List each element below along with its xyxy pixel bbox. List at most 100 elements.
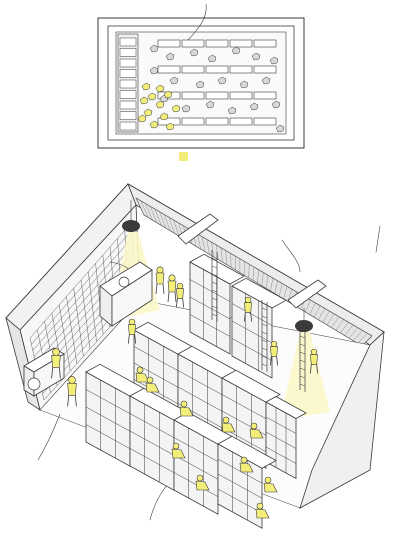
plan-cabinet-cell	[119, 69, 137, 78]
plan-figure-icon	[159, 112, 169, 121]
human-figure-body	[171, 448, 186, 459]
ladder-rung	[211, 297, 218, 301]
hatch-stroke	[211, 242, 214, 257]
plan-figure-icon	[155, 84, 165, 93]
hatch-stroke	[159, 211, 166, 229]
plan-shelf-block	[253, 65, 277, 74]
plan-figure-icon	[181, 104, 191, 113]
shelf-board	[85, 406, 131, 432]
plan-shelf-block	[253, 117, 277, 126]
human-figure-body	[51, 355, 61, 368]
hatch-stroke	[145, 203, 153, 221]
shelf-board	[189, 296, 231, 320]
plan-figure-icon	[217, 76, 227, 85]
ladder-rung	[299, 367, 306, 371]
ladder-rung	[261, 347, 268, 351]
ladder-rung	[261, 307, 268, 311]
bookshelf-line	[29, 221, 133, 339]
ladder-rung	[299, 335, 306, 339]
axo-shelving-racks	[85, 250, 307, 529]
hatch-stroke	[257, 269, 259, 284]
desk-wheel	[27, 377, 41, 391]
hatch-stroke	[225, 250, 228, 265]
shelf-board	[133, 346, 179, 371]
ladder-rung	[261, 339, 268, 343]
ladder-rung	[299, 383, 306, 387]
axonometric-view	[5, 183, 385, 529]
shelf-board	[129, 448, 175, 473]
plan-figure-icon	[137, 114, 147, 123]
ladder-rung	[211, 289, 218, 293]
hatch-stroke	[348, 327, 358, 339]
plan-figure-icon	[195, 80, 205, 89]
human-figure-icon	[146, 376, 154, 384]
plan-figure-icon	[171, 104, 181, 113]
plan-shelf-block	[181, 39, 205, 48]
shelf-board	[177, 386, 223, 412]
hatch-stroke	[313, 305, 321, 318]
plan-shelf-block	[229, 65, 253, 74]
hatch-stroke	[164, 214, 171, 231]
ladder-rung	[299, 327, 306, 331]
plan-cabinet-cell	[119, 100, 137, 110]
human-figure-body	[255, 508, 270, 519]
human-figure-body	[155, 272, 165, 285]
plan-figure-icon	[149, 66, 159, 75]
ladder-rung	[299, 351, 306, 355]
ladder-rung	[211, 313, 218, 317]
hatch-stroke	[344, 324, 354, 336]
hatch-stroke	[278, 283, 283, 297]
human-figure-icon	[264, 476, 272, 484]
plan-cabinet-cell	[119, 48, 137, 57]
shelf-board	[85, 424, 131, 449]
hatch-stroke	[261, 272, 264, 286]
shelf-board	[265, 431, 297, 449]
ladder-rung	[261, 315, 268, 319]
shelf-board	[217, 458, 263, 484]
hatch-stroke	[357, 333, 368, 344]
human-figure-body	[195, 480, 210, 491]
bookshelf-line	[35, 252, 134, 363]
hatch-stroke	[335, 319, 344, 331]
hatch-stroke	[197, 233, 201, 250]
human-figure-body	[249, 428, 264, 439]
shelf-board	[173, 437, 219, 462]
human-figure-icon	[176, 282, 184, 290]
plan-figure-icon	[149, 120, 159, 129]
plan-figure-icon	[165, 122, 175, 131]
plan-figure-icon	[205, 100, 215, 109]
human-figure-legs	[67, 395, 77, 407]
human-figure-legs	[128, 334, 136, 344]
shelf-board	[177, 370, 223, 395]
plan-shelf-grid	[157, 39, 277, 126]
plan-shelf-block	[205, 117, 229, 126]
plan-shelf-block	[157, 39, 181, 48]
hatch-stroke	[309, 302, 316, 315]
hatch-stroke	[168, 217, 175, 234]
human-figure-icon	[52, 348, 60, 356]
hatch-stroke	[252, 266, 255, 281]
hatch-stroke	[283, 286, 288, 299]
shelf-board	[189, 279, 231, 302]
plan-shelf-block	[253, 39, 277, 48]
plan-figure-icon	[269, 56, 279, 65]
human-figure-icon	[222, 416, 230, 424]
human-figure-body	[310, 354, 318, 365]
shelf-board	[217, 488, 263, 514]
ladder-rung	[211, 273, 218, 277]
plan-shelf-block	[157, 65, 181, 74]
hatch-stroke	[149, 206, 158, 223]
shelf-board	[173, 454, 219, 480]
human-figure-body	[239, 462, 254, 473]
shelf-board	[231, 303, 273, 326]
shelf-board	[231, 338, 273, 361]
shelf-board	[217, 473, 263, 499]
plan-shelf-block	[229, 91, 253, 100]
hatch-stroke	[220, 247, 223, 263]
human-figure-body	[167, 280, 177, 293]
plan-figure-icon	[169, 76, 179, 85]
ladder-rung	[261, 331, 268, 335]
ladder-rung	[211, 257, 218, 261]
plan-figure-icon	[275, 124, 285, 133]
